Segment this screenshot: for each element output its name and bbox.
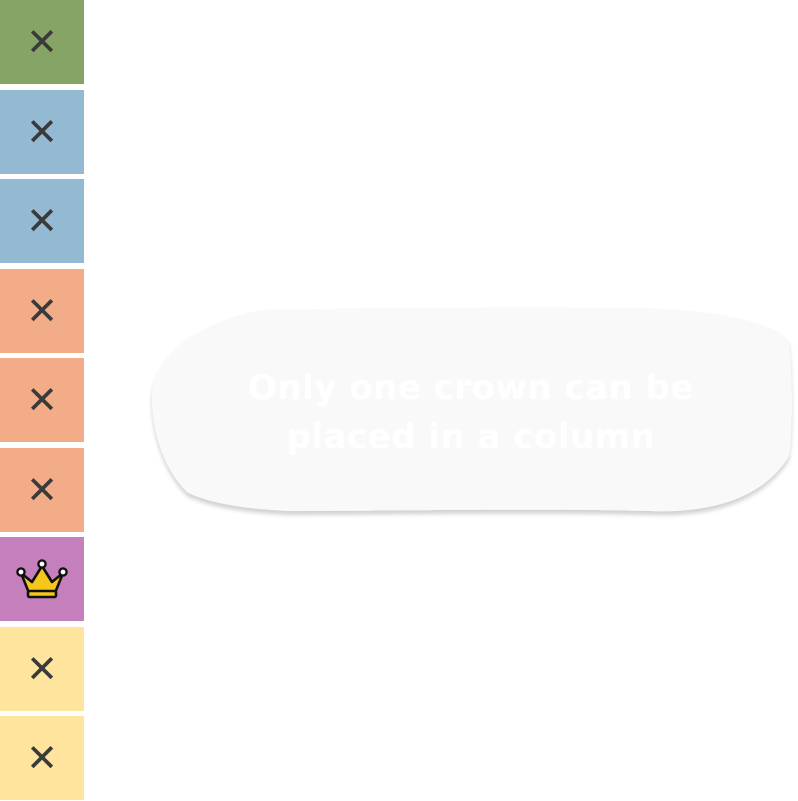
close-icon: ✕ [26, 468, 58, 512]
board-cell-7[interactable] [0, 537, 84, 621]
close-icon: ✕ [26, 110, 58, 154]
toast-notification: Only one crown can be placed in a column [151, 306, 792, 515]
close-icon: ✕ [26, 736, 58, 780]
board-cell-1[interactable]: ✕ [0, 0, 84, 84]
toast-background [152, 307, 792, 512]
close-icon: ✕ [26, 20, 58, 64]
close-icon: ✕ [26, 647, 58, 691]
close-icon: ✕ [26, 289, 58, 333]
board-cell-9[interactable]: ✕ [0, 716, 84, 800]
board-column: ✕ ✕ ✕ ✕ ✕ ✕ ✕ ✕ [0, 0, 84, 801]
board-cell-5[interactable]: ✕ [0, 358, 84, 442]
board-cell-8[interactable]: ✕ [0, 627, 84, 711]
board-cell-2[interactable]: ✕ [0, 90, 84, 174]
toast-message: Only one crown can be placed in a column [248, 368, 694, 457]
board-cell-3[interactable]: ✕ [0, 179, 84, 263]
crown-icon [15, 557, 69, 601]
close-icon: ✕ [26, 378, 58, 422]
board-cell-4[interactable]: ✕ [0, 269, 84, 353]
close-icon: ✕ [26, 199, 58, 243]
board-cell-6[interactable]: ✕ [0, 448, 84, 532]
